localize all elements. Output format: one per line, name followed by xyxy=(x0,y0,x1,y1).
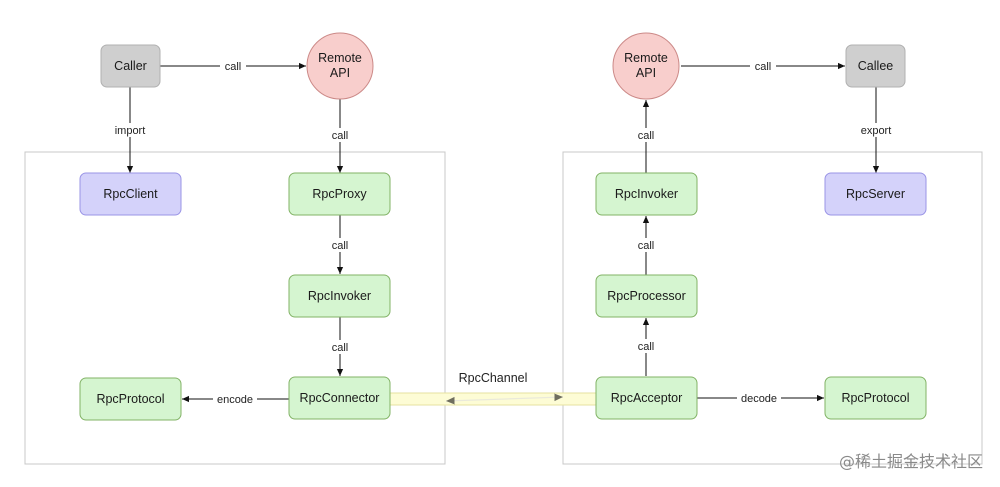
rpc-proxy-label: RpcProxy xyxy=(312,187,367,201)
edge-proxy-to-invoker: call xyxy=(327,215,353,274)
rpc-server-label: RpcServer xyxy=(846,187,905,201)
rpc-channel-label: RpcChannel xyxy=(459,371,528,385)
callee-side-container xyxy=(562,151,983,465)
rpc-invoker-left-node: RpcInvoker xyxy=(288,274,391,318)
rpc-channel-arrow xyxy=(445,393,564,405)
edge-invoker-to-connector: call xyxy=(327,317,353,376)
edge-label-call: call xyxy=(225,61,242,73)
edge-remote-to-proxy: call xyxy=(327,99,353,173)
edge-processor-to-invoker: call xyxy=(633,216,659,275)
watermark: @稀土掘金技术社区 xyxy=(839,452,983,471)
caller-label: Caller xyxy=(114,59,147,73)
rpc-acceptor-label: RpcAcceptor xyxy=(611,391,683,405)
edge-label-import: import xyxy=(115,125,146,137)
rpc-protocol-left-node: RpcProtocol xyxy=(79,377,182,421)
edge-label-call: call xyxy=(332,240,349,252)
rpc-client-label: RpcClient xyxy=(103,187,158,201)
edge-callee-export: export xyxy=(856,87,896,173)
rpc-connector-label: RpcConnector xyxy=(300,391,380,405)
rpc-invoker-left-label: RpcInvoker xyxy=(308,289,371,303)
edge-label-call: call xyxy=(332,130,349,142)
edge-invoker-to-remote-api: call xyxy=(633,100,659,173)
edge-label-call: call xyxy=(638,240,655,252)
edge-label-encode: encode xyxy=(217,394,253,406)
edge-label-export: export xyxy=(861,125,892,137)
edge-label-call: call xyxy=(332,342,349,354)
rpc-invoker-right-label: RpcInvoker xyxy=(615,187,678,201)
edge-label-call: call xyxy=(755,61,772,73)
rpc-connector-node: RpcConnector xyxy=(288,376,391,420)
callee-label: Callee xyxy=(858,59,893,73)
rpc-protocol-left-label: RpcProtocol xyxy=(96,392,164,406)
remote-api-right-line1: Remote xyxy=(624,51,668,65)
rpc-client-node: RpcClient xyxy=(79,172,182,216)
edge-label-decode: decode xyxy=(741,393,777,405)
rpc-server-node: RpcServer xyxy=(824,172,927,216)
rpc-processor-node: RpcProcessor xyxy=(595,274,698,318)
rpc-invoker-right-node: RpcInvoker xyxy=(595,172,698,216)
edge-caller-import: import xyxy=(110,87,150,173)
remote-api-left-line1: Remote xyxy=(318,51,362,65)
caller-side-container xyxy=(24,151,446,465)
edge-connector-encode: encode xyxy=(182,392,289,406)
rpc-processor-label: RpcProcessor xyxy=(607,289,686,303)
rpc-protocol-right-node: RpcProtocol xyxy=(824,376,927,420)
rpc-protocol-right-label: RpcProtocol xyxy=(841,391,909,405)
rpc-channel: RpcChannel xyxy=(389,371,597,406)
edge-label-call: call xyxy=(638,130,655,142)
edge-acceptor-to-processor: call xyxy=(633,318,659,376)
rpc-acceptor-node: RpcAcceptor xyxy=(595,376,698,420)
rpc-proxy-node: RpcProxy xyxy=(288,172,391,216)
edge-caller-to-remote-api: call xyxy=(160,59,306,73)
remote-api-right-line2: API xyxy=(636,66,656,80)
remote-api-left-node: Remote API xyxy=(306,32,374,100)
remote-api-left-line2: API xyxy=(330,66,350,80)
edge-label-call: call xyxy=(638,341,655,353)
callee-node: Callee xyxy=(845,44,906,88)
remote-api-right-node: Remote API xyxy=(612,32,680,100)
caller-node: Caller xyxy=(100,44,161,88)
edge-remote-to-callee: call xyxy=(681,59,845,73)
edge-acceptor-decode: decode xyxy=(697,391,824,405)
